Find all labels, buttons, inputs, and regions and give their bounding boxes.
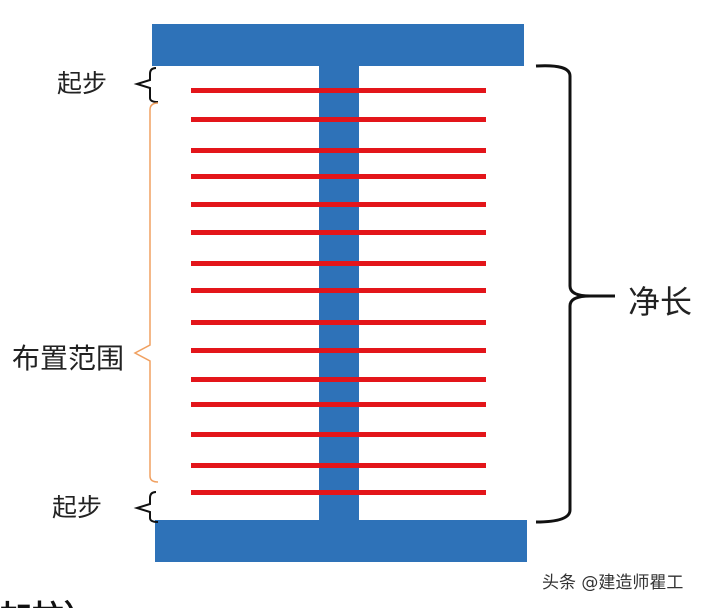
range-bracket — [133, 102, 159, 483]
stirrup-line — [191, 88, 486, 93]
bottom-flange — [155, 520, 527, 562]
stirrup-line — [191, 490, 486, 495]
net-length-label: 净长 — [628, 283, 693, 321]
start-top-label: 起步 — [57, 69, 108, 98]
stirrup-line — [191, 261, 486, 266]
net-length-bracket — [535, 64, 615, 524]
stirrup-line — [191, 174, 486, 179]
top-start-bracket — [133, 67, 159, 103]
stirrup-line — [191, 230, 486, 235]
web — [319, 64, 359, 522]
stirrup-line — [191, 202, 486, 207]
stirrup-line — [191, 377, 486, 382]
stirrup-line — [191, 117, 486, 122]
stirrup-line — [191, 402, 486, 407]
stirrup-line — [191, 463, 486, 468]
stirrup-line — [191, 288, 486, 293]
bottom-start-bracket — [133, 491, 159, 523]
stirrup-line — [191, 148, 486, 153]
top-flange — [152, 24, 524, 66]
stirrup-line — [191, 320, 486, 325]
stirrup-line — [191, 348, 486, 353]
range-label: 布置范围 — [12, 342, 125, 375]
start-bottom-label: 起步 — [52, 493, 103, 522]
stirrup-line — [191, 432, 486, 437]
watermark: 头条 @建造师瞿工 — [542, 573, 684, 593]
bottom-cut-text: 加柱） — [0, 592, 96, 608]
